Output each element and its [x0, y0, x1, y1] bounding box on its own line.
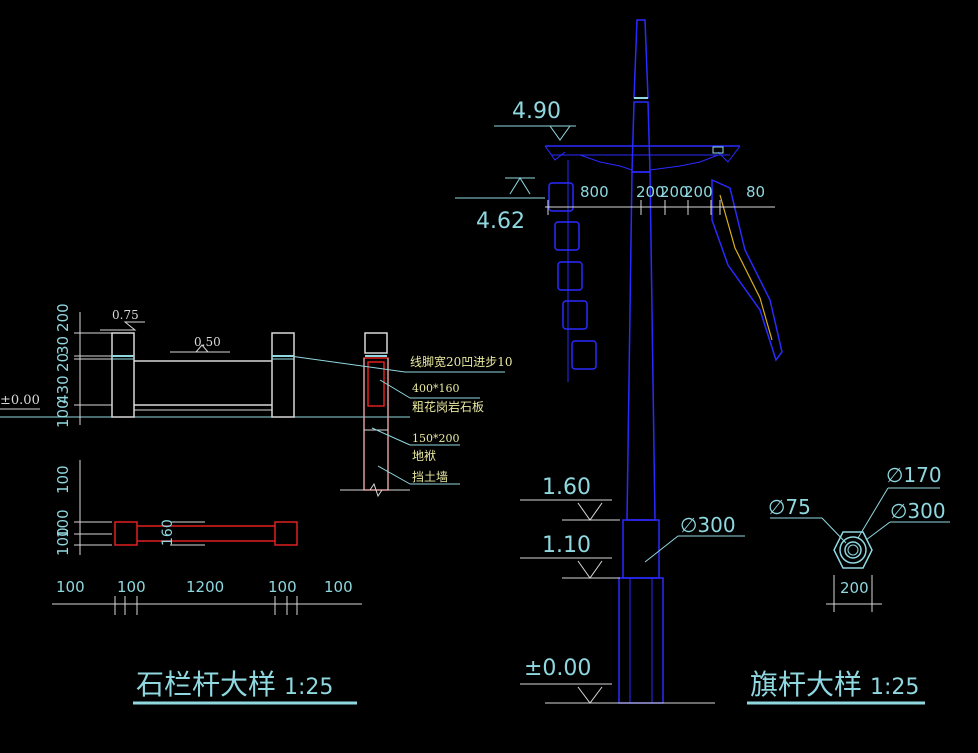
railing-post-3 [364, 332, 388, 354]
vdim-430: 430 [54, 375, 72, 404]
vdim-200: 200 [54, 303, 72, 332]
level-4-62: 4.62 [476, 209, 525, 234]
level-4-90: 4.90 [512, 99, 561, 124]
note-retaining-wall: 挡土墙 [412, 470, 448, 484]
top-dim-800: 800 [580, 183, 609, 201]
level-0-75-label: 0.75 [112, 308, 139, 322]
note-molding: 线脚宽20凹进步10 [410, 354, 513, 369]
vdim-100: 100 [54, 399, 72, 428]
vdim-20: 20 [54, 353, 72, 372]
stone-railing-detail: 0.75 0.50 ±0.00 200 30 20 430 100 线脚宽20凹… [0, 303, 513, 705]
plan-dim-200: 200 [840, 579, 869, 597]
note-base: 地袱 [412, 448, 436, 463]
flagpole-plan-hexagon [833, 531, 873, 569]
railing-post-2 [271, 332, 295, 418]
note-slab-material: 粗花岗岩石板 [412, 399, 484, 414]
level-1-60: 1.60 [542, 475, 591, 500]
hdim-100-d: 100 [324, 578, 353, 596]
plan-dim-160: 160 [160, 519, 176, 546]
plan-vdim-100-b: 100 [54, 509, 72, 538]
note-slab-size: 400*160 [412, 382, 460, 395]
plan-vdim-100-a: 100 [54, 465, 72, 494]
plan-vdim-100-c: 100 [54, 527, 72, 556]
plan-d300: ∅300 [890, 499, 946, 523]
top-dim-80: 80 [746, 183, 765, 201]
level-1-10: 1.10 [542, 533, 591, 558]
top-dim-200-a: 200 [636, 183, 665, 201]
top-dim-200-c: 200 [684, 183, 713, 201]
top-dim-200-b: 200 [660, 183, 689, 201]
plan-d75: ∅75 [768, 495, 811, 519]
hdim-100-b: 100 [117, 578, 146, 596]
note-base-size: 150*200 [412, 432, 460, 445]
level-zero-label: ±0.00 [0, 393, 40, 408]
vdim-30: 30 [54, 336, 72, 355]
level-0-50-label: 0.50 [194, 335, 221, 349]
railing-post-1 [111, 332, 135, 418]
flagpole-detail: 800 200 200 200 80 4.90 4.62 1.60 1.10 ±… [455, 19, 950, 705]
hdim-1200: 1200 [186, 578, 224, 596]
diam-300-label: ∅300 [680, 513, 736, 537]
plan-d170: ∅170 [886, 463, 942, 487]
level-zero-flag: ±0.00 [524, 656, 591, 681]
hdim-100-a: 100 [56, 578, 85, 596]
hdim-100-c: 100 [268, 578, 297, 596]
